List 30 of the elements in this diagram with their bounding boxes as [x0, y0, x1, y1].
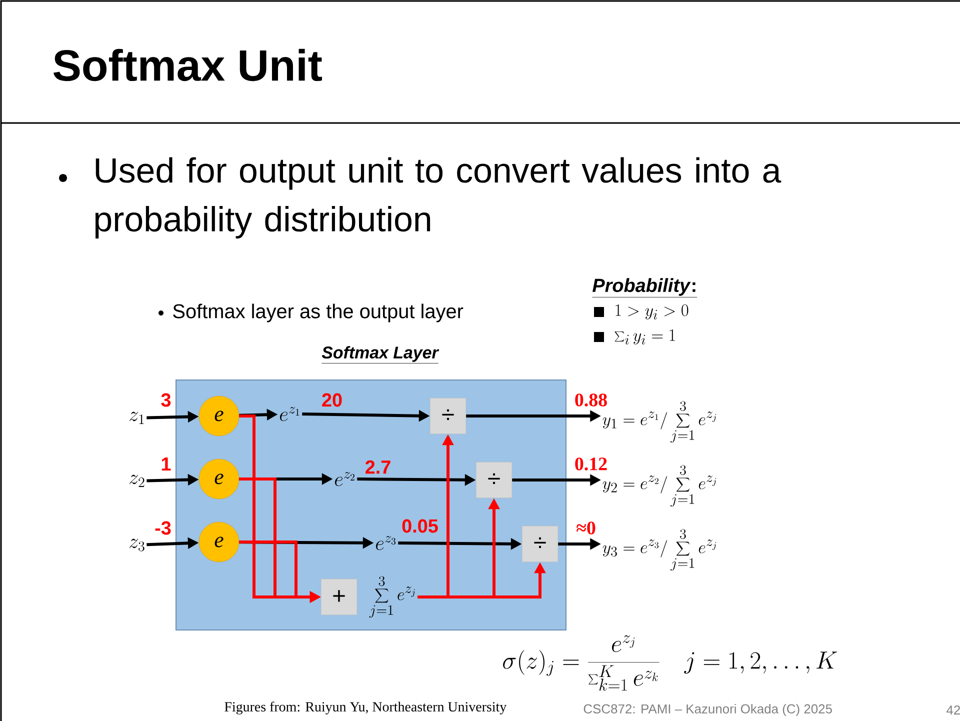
source-note: Figures from: Ruiyun Yu, Northeastern University — [224, 702, 507, 714]
sum-label: $\sum_{j=1}^{3} e^{z_j}$ — [369, 576, 415, 618]
divide-box: ÷ — [522, 526, 558, 562]
node-label: Softmax Layer — [322, 346, 440, 362]
exp-label: $e^{z_3}$ — [376, 536, 396, 550]
footer-text: CSC872: PAMI – Kazunori Okada (C) 2025 — [584, 704, 832, 716]
edge-label: 0.05 — [402, 519, 438, 533]
input-label: $z_3$ — [129, 538, 144, 552]
edge-label: -3 — [155, 521, 171, 535]
slide-title: Softmax Unit — [53, 48, 322, 82]
exp-label: $e^{z_1}$ — [280, 407, 300, 422]
output-formula: $y_3 = e^{z_3} \Big/ \sum_{j=1}^{3} e^{z_j}$ — [602, 529, 716, 571]
list-heading: Probability: — [592, 278, 698, 298]
edge-label: 3 — [161, 393, 171, 407]
add-box: + — [320, 578, 358, 616]
edge-label: 1 — [162, 458, 171, 470]
page-number: 42 — [946, 705, 960, 715]
divide-box: ÷ — [430, 398, 466, 434]
list-formula: $\sum_i y_i = 1$ — [614, 329, 675, 344]
softmax-formula: $\sigma(z)_j = \frac{e^{z_j}}{\sum_{k=1}^{K} e^{z_k}} \quad j = 1, 2, \ldots, K$ — [503, 635, 837, 691]
input-label: $z_1$ — [129, 412, 144, 424]
edge-label: 20 — [322, 393, 342, 407]
list-formula: $1 > y_i > 0$ — [616, 304, 688, 320]
bullet-text: Used for output unit to convert values into a probability distribution — [95, 157, 782, 239]
exp-label: $e^{z_2}$ — [335, 472, 354, 486]
edge-label: ≈0 — [576, 522, 596, 534]
divide-box: ÷ — [476, 462, 512, 498]
input-label: $z_2$ — [129, 474, 144, 487]
edge-label: 2.7 — [366, 460, 390, 474]
sub-bullet-text: Softmax layer as the output layer — [173, 304, 464, 322]
